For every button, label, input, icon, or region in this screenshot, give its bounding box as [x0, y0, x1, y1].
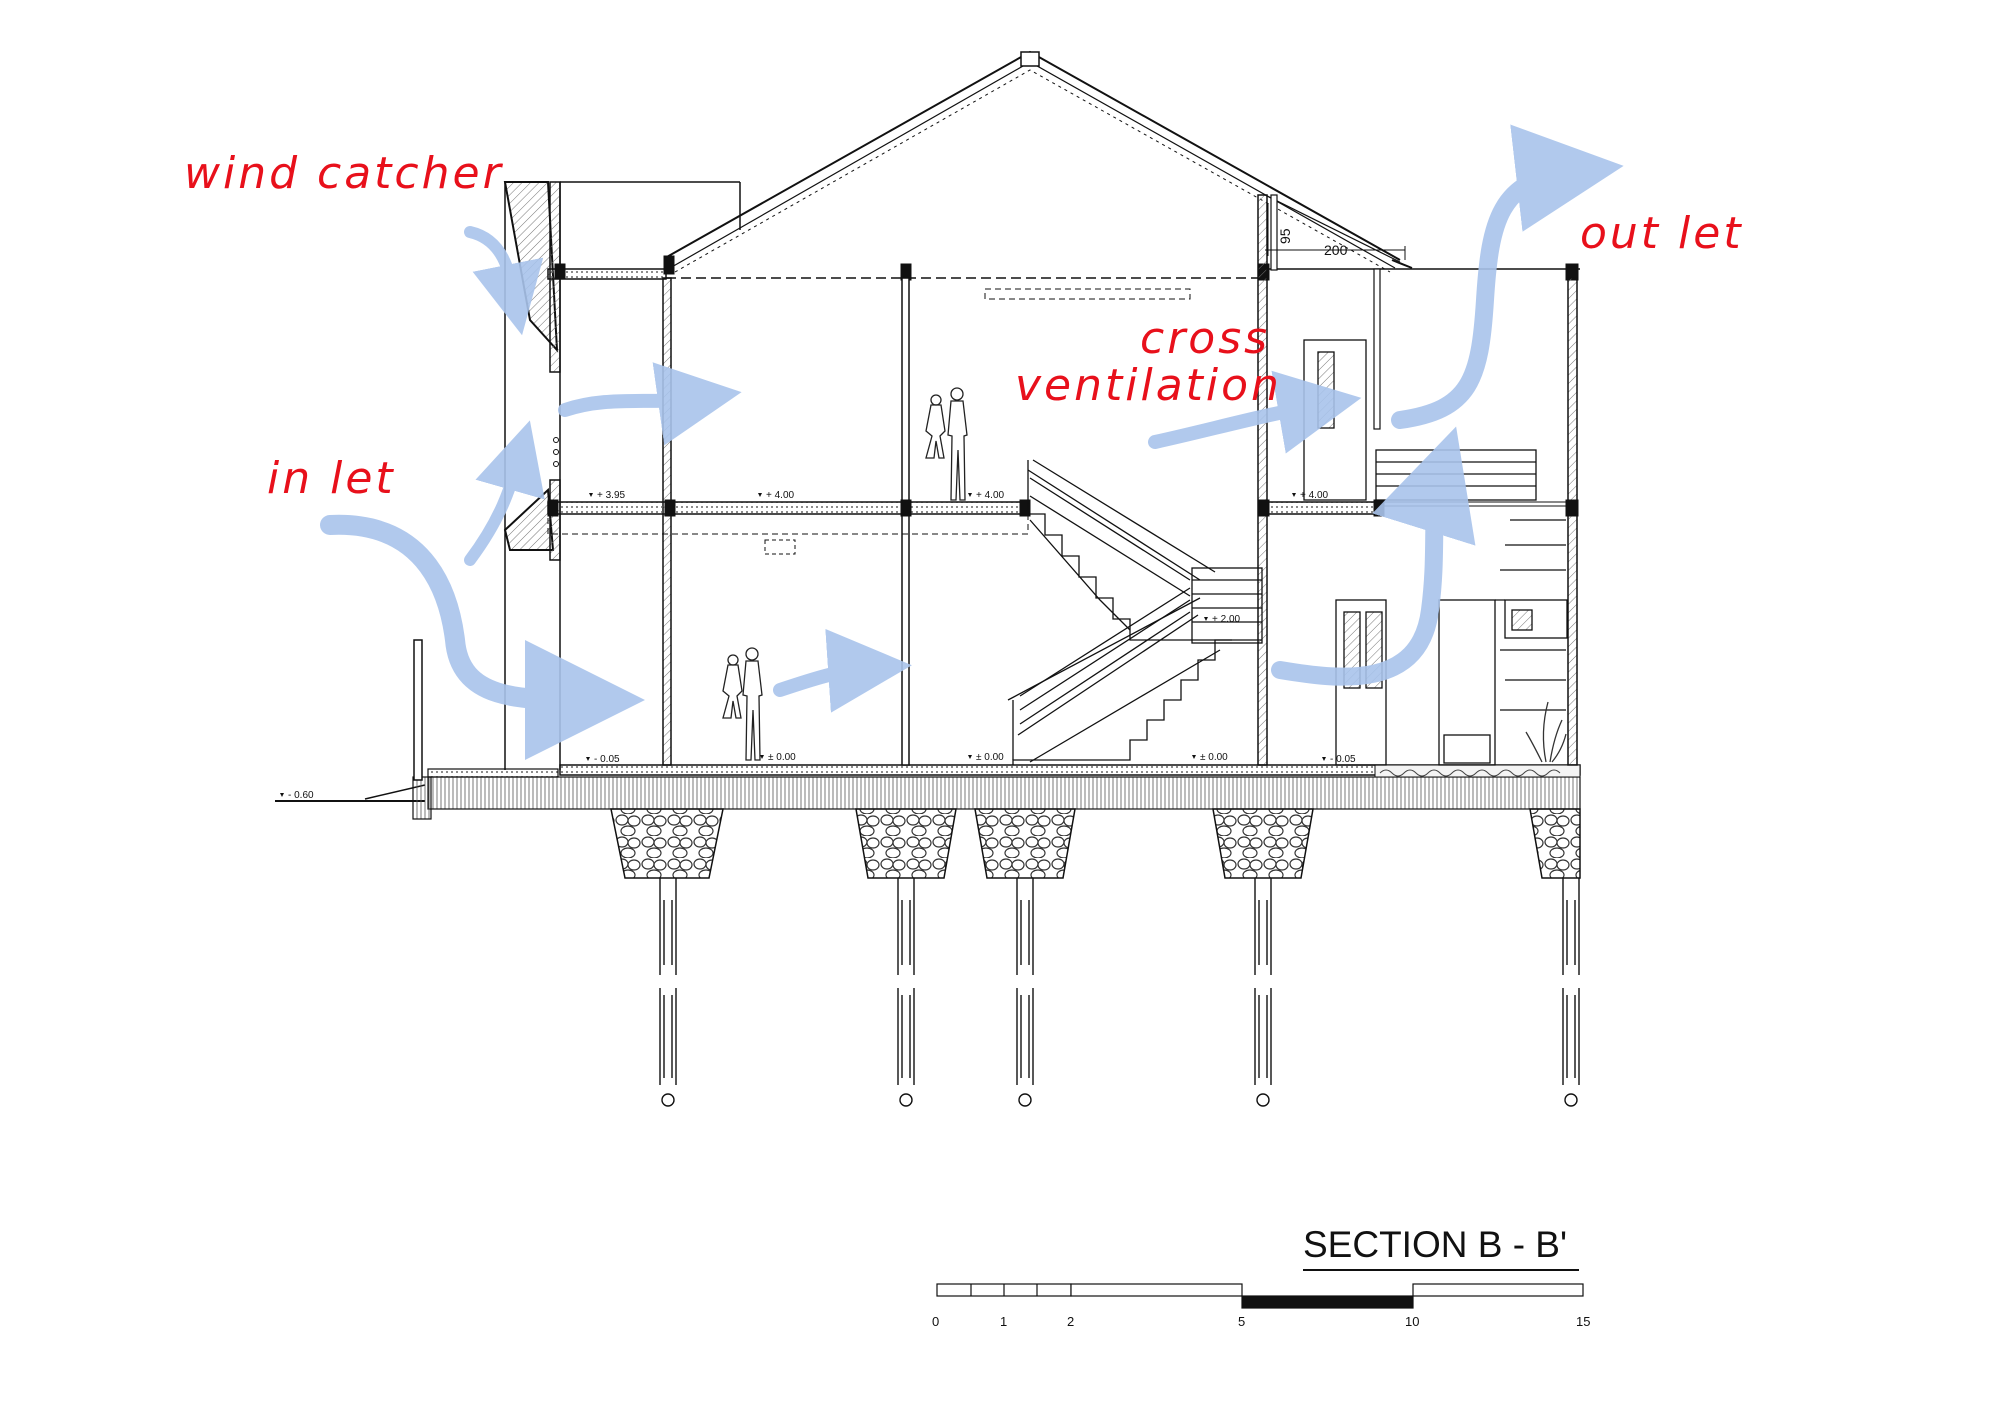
level-markers: - 0.60 - 0.05 ± 0.00 ± 0.00 ± 0.00 - 0.0…: [280, 490, 1356, 801]
airflow-arrows: [320, 124, 1624, 760]
section-title: SECTION B - B': [1303, 1224, 1568, 1265]
upper-beams: [547, 255, 1580, 300]
staircase: [1007, 459, 1263, 765]
first-floor-slab: [547, 499, 1579, 555]
section-title-underline: [1303, 1269, 1579, 1271]
dimensions: [1265, 203, 1406, 260]
scale-bar-labels: 0 1 2 5 10 15: [932, 1314, 1590, 1329]
level-ground-c: ± 0.00: [1200, 752, 1228, 763]
scale-tick-1: 1: [1000, 1314, 1007, 1329]
dimension-horizontal: 200: [1324, 242, 1348, 258]
label-cross: cross: [1140, 313, 1271, 364]
scale-tick-10: 10: [1405, 1314, 1419, 1329]
scale-bar: [936, 1283, 1584, 1309]
level-ground-a: ± 0.00: [768, 752, 796, 763]
roof: [664, 50, 1413, 273]
level-upper-stair: + 4.00: [976, 490, 1005, 501]
level-landing: + 2.00: [1212, 614, 1241, 625]
scale-tick-0: 0: [932, 1314, 939, 1329]
level-upper-left: + 3.95: [597, 490, 626, 501]
level-rear: - 0.05: [1330, 754, 1356, 765]
foundations: [610, 808, 1581, 1107]
ground-slab: [275, 639, 1581, 820]
scale-tick-15: 15: [1576, 1314, 1590, 1329]
dimension-vertical: 95: [1277, 228, 1293, 244]
level-site: - 0.60: [288, 790, 314, 801]
label-in-let: in let: [267, 453, 396, 504]
scale-tick-2: 2: [1067, 1314, 1074, 1329]
columns: [662, 194, 1578, 766]
level-ground-b: ± 0.00: [976, 752, 1004, 763]
level-upper-mid: + 4.00: [766, 490, 795, 501]
people-silhouettes: [722, 387, 968, 761]
level-upper-right: + 4.00: [1300, 490, 1329, 501]
label-ventilation: ventilation: [1015, 360, 1282, 411]
label-out-let: out let: [1580, 208, 1744, 259]
level-porch: - 0.05: [594, 754, 620, 765]
scale-tick-5: 5: [1238, 1314, 1245, 1329]
label-wind-catcher: wind catcher: [184, 148, 504, 199]
